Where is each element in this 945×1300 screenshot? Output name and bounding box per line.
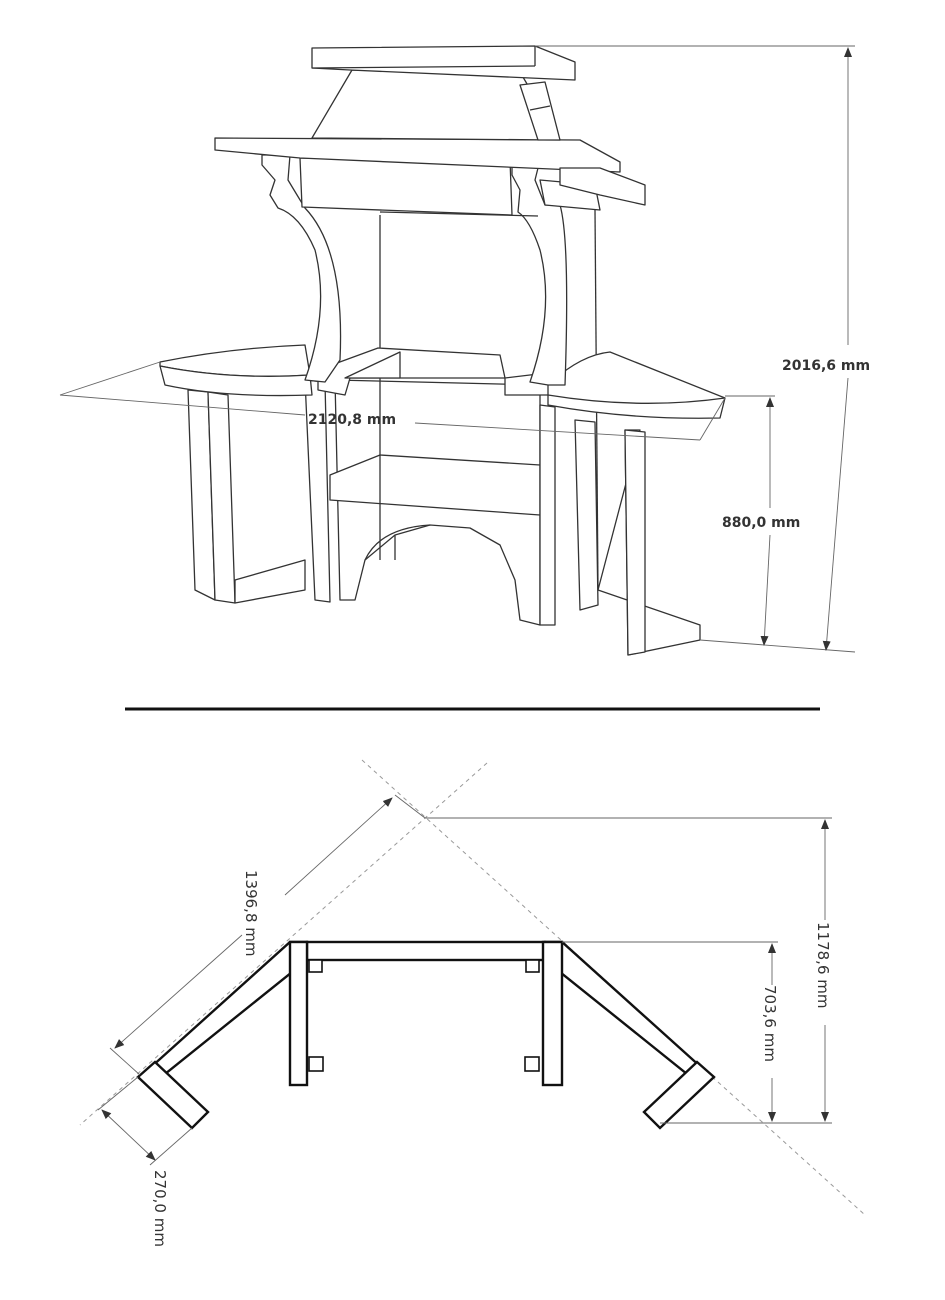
hood [311,69,561,141]
total-depth-dimension: 1178,6 mm [425,817,832,1124]
support-block [308,959,323,973]
counter-height-dimension: 880,0 mm [722,395,800,646]
total-width-label: 2120,8 mm [308,412,396,428]
height-dimension: 2016,6 mm [535,45,870,653]
support-block [524,1056,540,1072]
plan-view: 1396,8 mm 1178,6 mm 703,6 mm 270,0 mm [79,759,866,1247]
total-depth-label: 1178,6 mm [814,922,832,1008]
elevation-view: 2016,6 mm 880,0 mm 2120,8 mm [59,45,870,656]
right-wing [543,940,704,1080]
right-legs [539,209,701,656]
mantel [214,137,646,206]
back-wall [299,157,539,217]
left-legs [187,379,331,604]
body-depth-dimension: 703,6 mm [562,941,779,1122]
wing-width-label: 270,0 mm [151,1170,169,1247]
width-dimension: 2120,8 mm [59,361,726,441]
total-height-label: 2016,6 mm [782,358,870,374]
left-wing [148,940,309,1080]
diagonal-length-label: 1396,8 mm [242,870,260,956]
right-pillar-plan [541,940,564,1087]
left-foot [136,1060,210,1130]
right-foot [642,1060,716,1130]
guide-line [79,762,488,1126]
left-counter [159,344,313,397]
wing-width-dimension: 270,0 mm [97,1076,193,1247]
right-pillar [511,157,601,386]
support-block [525,959,540,973]
back-beam [305,940,547,962]
support-block [308,1056,324,1072]
diagonal-dimension: 1396,8 mm [109,794,426,1076]
counter-height-label: 880,0 mm [722,515,800,531]
left-pillar-plan [288,940,309,1087]
body-depth-label: 703,6 mm [761,985,779,1062]
center-counter [317,347,506,396]
